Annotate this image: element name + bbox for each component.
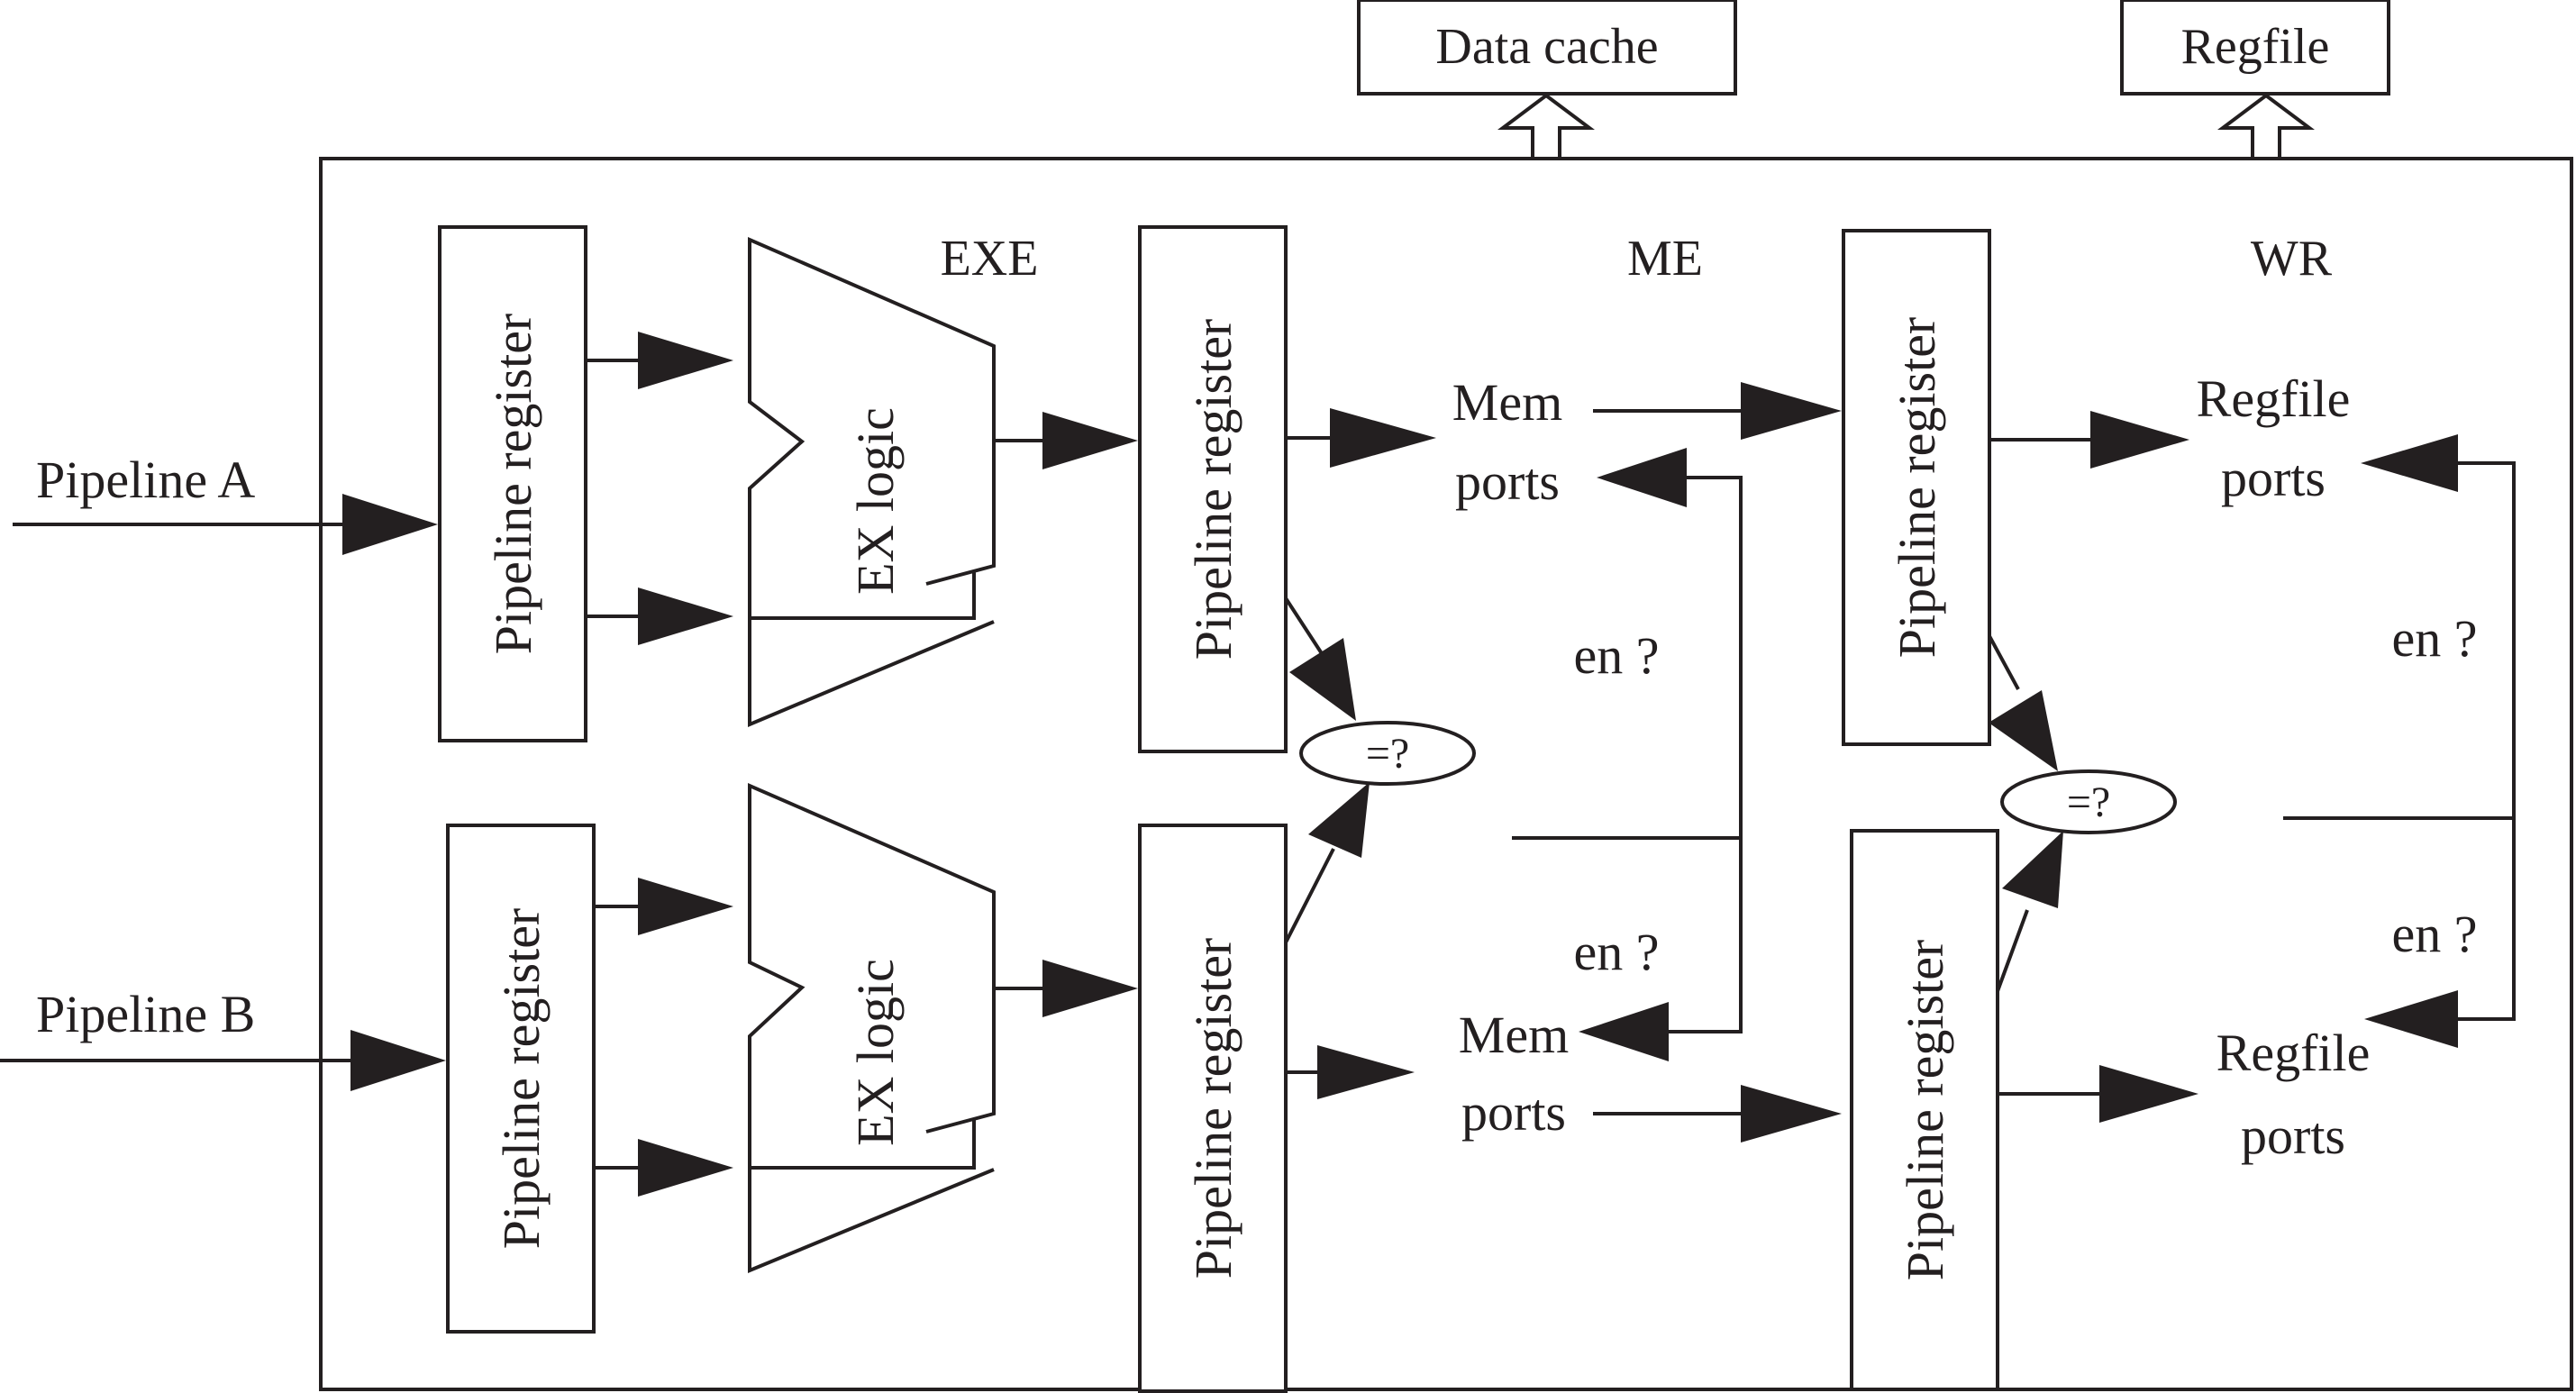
wr-enable-check-b-label: en ? [2392, 905, 2478, 963]
pipeline-a-register-2-label: Pipeline register [1184, 319, 1242, 660]
data-cache-label: Data cache [1435, 19, 1658, 75]
stage-wr-label: WR [2251, 231, 2333, 287]
pipeline-b-ex-logic-label: EX logic [846, 959, 905, 1146]
pipeline-a-register-3 [1842, 229, 1991, 746]
pipeline-frame [319, 157, 2573, 1391]
data-flow-arrows [342, 332, 2198, 1197]
pipeline-a-register-2 [1138, 225, 1288, 753]
data-cache-arrow [1497, 93, 1595, 159]
pipeline-b-mem-ports-label: ports [1461, 1083, 1566, 1142]
pipeline-b-register-3 [1850, 829, 1999, 1391]
me-stage-comparator-label: =? [1366, 730, 1409, 778]
pipeline-a-regfile-ports-label: ports [2221, 449, 2326, 507]
pipeline-a-regfile-label: Regfile [2197, 369, 2351, 428]
me-enable-check-b-label: en ? [1574, 923, 1660, 981]
stage-exe-label: EXE [941, 231, 1039, 287]
pipeline-a-register-1-label: Pipeline register [484, 314, 542, 655]
pipeline-a-register-1 [438, 225, 587, 742]
pipeline-a-mem-label: Mem [1452, 373, 1562, 432]
comparator-arrows [1284, 596, 2063, 992]
pipeline-b-register-2 [1138, 824, 1288, 1393]
me-stage-enable-wiring [1512, 448, 1743, 1061]
pipeline-a-register-3-label: Pipeline register [1888, 317, 1946, 659]
pipeline-b-register-1 [446, 824, 596, 1334]
pipeline-b-register-3-label: Pipeline register [1896, 940, 1954, 1281]
wr-stage-enable-wiring [2283, 434, 2516, 1048]
pipeline-b-mem-label: Mem [1459, 1006, 1569, 1064]
pipeline-a-label: Pipeline A [36, 451, 255, 509]
me-enable-check-a-label: en ? [1574, 626, 1660, 685]
pipeline-b-register-2-label: Pipeline register [1184, 938, 1242, 1279]
regfile-arrow [2217, 93, 2315, 159]
wr-stage-comparator [2000, 769, 2177, 834]
pipeline-b-regfile-ports-label: ports [2241, 1106, 2345, 1165]
pipeline-b-regfile-label: Regfile [2216, 1024, 2371, 1082]
stage-me-label: ME [1627, 231, 1703, 287]
pipeline-a-ex-logic-label: EX logic [846, 407, 905, 595]
pipeline-a-ex-logic-unit [748, 236, 996, 728]
regfile-label: Regfile [2181, 19, 2330, 75]
pipeline-b-ex-logic-unit [748, 782, 996, 1273]
me-stage-comparator [1299, 721, 1476, 786]
wr-stage-comparator-label: =? [2067, 778, 2110, 826]
data-cache-box [1357, 0, 1737, 96]
pipeline-b-register-1-label: Pipeline register [492, 908, 551, 1250]
regfile-box [2120, 0, 2390, 96]
wr-enable-check-a-label: en ? [2392, 609, 2478, 668]
pipeline-b-label: Pipeline B [36, 985, 255, 1043]
pipeline-a-mem-ports-label: ports [1455, 452, 1560, 511]
